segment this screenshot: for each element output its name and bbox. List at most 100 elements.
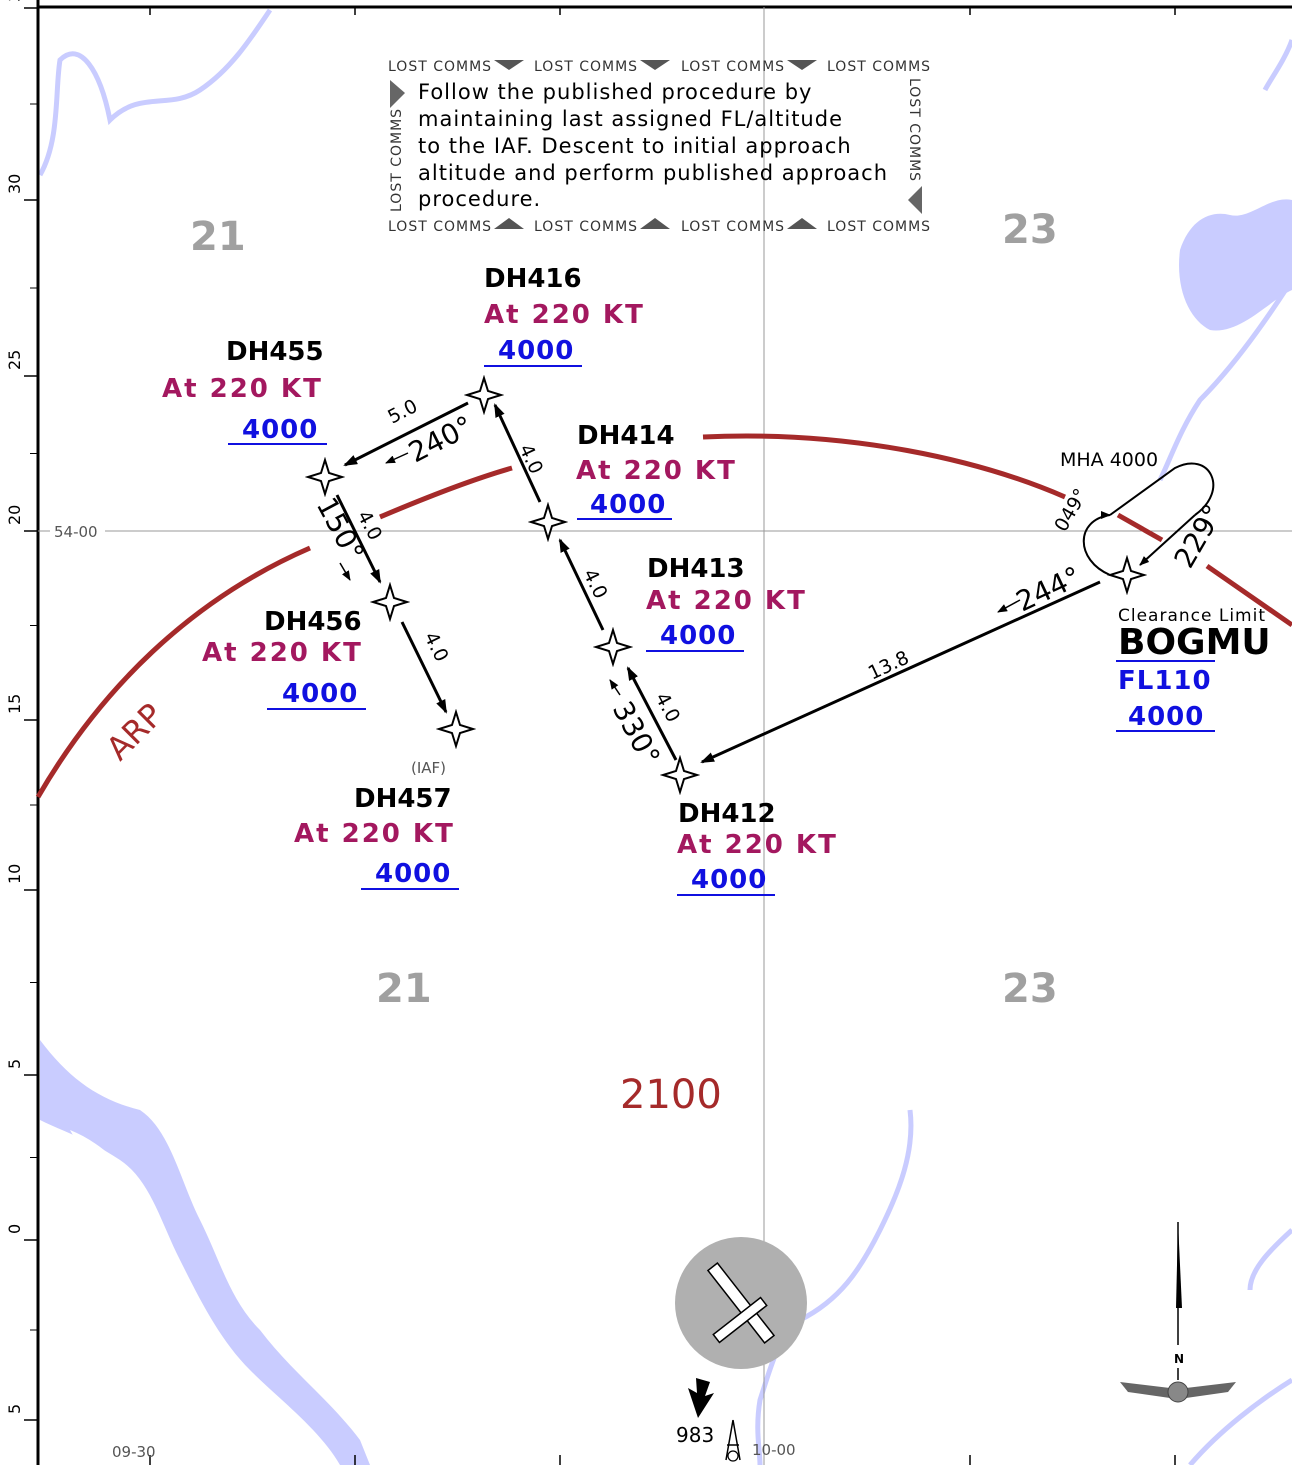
msa-label: 2100 (620, 1072, 722, 1118)
svg-text:4000: 4000 (242, 415, 318, 445)
scale-tick-label: 5 (5, 1059, 24, 1069)
waypoint-icon-dh455[interactable] (307, 459, 343, 495)
svg-text:983: 983 (676, 1423, 714, 1447)
arp-label: ARP (99, 696, 171, 768)
waypoint-icon-dh457[interactable] (438, 711, 474, 747)
svg-text:21: 21 (376, 966, 432, 1012)
lost-comms-label: LOST COMMS (681, 219, 785, 235)
svg-text:5.0: 5.0 (384, 395, 421, 428)
waypoint-label-dh457: (IAF) DH457 At 220 KT 4000 (294, 759, 459, 890)
waypoint-icon-dh413[interactable] (595, 629, 631, 665)
scale-tick-label: 35 (5, 0, 24, 2)
lost-comms-label: LOST COMMS (388, 59, 492, 75)
leg-dh455-dh456 (335, 494, 382, 584)
svg-text:4000: 4000 (375, 859, 451, 889)
lost-comms-line-3: to the IAF. Descent to initial approach (418, 134, 852, 158)
scale-tick-label: 10 (5, 864, 24, 884)
svg-text:21: 21 (190, 214, 246, 260)
svg-text:4000: 4000 (691, 865, 767, 895)
tower-icon (725, 1419, 741, 1461)
lost-comms-line-5: procedure. (418, 187, 541, 211)
triangle-down-icon (787, 60, 817, 70)
waypoint-icon-dh456[interactable] (372, 584, 408, 620)
river-right (1157, 39, 1292, 1465)
svg-text:At 220 KT: At 220 KT (484, 300, 645, 330)
lost-comms-label: LOST COMMS (534, 59, 638, 75)
svg-text:DH412: DH412 (678, 799, 776, 829)
svg-text:DH414: DH414 (577, 421, 675, 451)
lost-comms-line-4: altitude and perform published approach (418, 161, 888, 185)
lost-comms-line-2: maintaining last assigned FL/altitude (418, 107, 843, 131)
leg-dh414-dh416 (493, 403, 542, 503)
svg-text:Clearance Limit: Clearance Limit (1118, 606, 1266, 626)
triangle-down-icon (494, 60, 524, 70)
svg-text:244°: 244° (1011, 560, 1086, 618)
waypoint-label-dh412: DH412 At 220 KT 4000 (677, 799, 836, 896)
grid-mora-se: 23 (1002, 966, 1058, 1012)
scale-tick-label: 25 (5, 350, 24, 370)
triangle-down-icon (640, 60, 670, 70)
water-features (37, 8, 1292, 1465)
svg-text:BOGMU: BOGMU (1118, 622, 1271, 663)
triangle-up-icon (494, 218, 524, 229)
svg-text:23: 23 (1002, 207, 1058, 253)
holding-pattern (1082, 462, 1215, 576)
scale-tick-label: 30 (5, 174, 24, 194)
arrow-down-icon (688, 1378, 714, 1418)
arp-arc (35, 433, 1292, 799)
svg-text:4000: 4000 (1128, 702, 1204, 732)
longitude-label-east: 10-00 (752, 1441, 796, 1459)
lost-comms-label: LOST COMMS (827, 219, 931, 235)
svg-text:MHA 4000: MHA 4000 (1060, 449, 1158, 471)
river-island (70, 1130, 135, 1189)
waypoint-label-dh455: DH455 At 220 KT 4000 (162, 337, 327, 445)
river-bottom-left (40, 1040, 370, 1465)
svg-text:(IAF): (IAF) (411, 759, 446, 777)
svg-text:DH416: DH416 (484, 264, 582, 294)
waypoint-label-dh414: DH414 At 220 KT 4000 (576, 421, 737, 520)
route-legs (335, 401, 1101, 764)
publisher-logo-icon (1120, 1381, 1236, 1403)
svg-text:At 220 KT: At 220 KT (576, 456, 737, 486)
airport-icon (675, 1237, 807, 1369)
svg-text:4000: 4000 (590, 490, 666, 520)
svg-text:At 220 KT: At 220 KT (162, 374, 323, 404)
lost-comms-right-arrow (908, 186, 922, 214)
triangle-up-icon (787, 218, 817, 229)
svg-text:DH413: DH413 (647, 554, 745, 584)
lost-comms-left-arrow (390, 80, 405, 108)
svg-text:4.0: 4.0 (514, 441, 547, 478)
north-arrow: N (1174, 1222, 1184, 1380)
svg-text:N: N (1174, 1352, 1184, 1366)
waypoint-label-dh456: DH456 At 220 KT 4000 (202, 607, 366, 710)
lost-comms-label: LOST COMMS (827, 59, 931, 75)
leg-dh413-dh414 (558, 538, 605, 631)
lost-comms-line-1: Follow the published procedure by (418, 80, 812, 104)
svg-text:DH455: DH455 (226, 337, 324, 367)
distance-scale: 353025201510505 (5, 0, 38, 1421)
lost-comms-label: LOST COMMS (388, 219, 492, 235)
waypoint-label-dh416: DH416 At 220 KT 4000 (484, 264, 645, 367)
lost-comms-left: LOST COMMS (389, 108, 405, 212)
scale-tick-label: 0 (5, 1224, 24, 1234)
lost-comms-label: LOST COMMS (681, 59, 785, 75)
clearance-limit-label: Clearance Limit BOGMU FL110 4000 (1116, 606, 1271, 732)
svg-text:4.0: 4.0 (420, 629, 453, 666)
svg-text:4000: 4000 (282, 679, 358, 709)
svg-text:23: 23 (1002, 966, 1058, 1012)
longitude-label-west: 09-30 (112, 1443, 156, 1461)
waypoint-icon-bogmu[interactable] (1109, 557, 1145, 593)
grid-mora-sw: 21 (376, 966, 432, 1012)
svg-text:4.0: 4.0 (579, 566, 612, 603)
lost-comms-box: LOST COMMS LOST COMMS LOST COMMS LOST COMMS… (388, 59, 931, 235)
river-top-left (37, 8, 273, 177)
leg-labels: 13.8 244° 4.0 330° 4.0 4.0 5.0 240° 4.0 … (310, 395, 1230, 771)
leg-dh412-dh413 (626, 666, 678, 761)
svg-text:229°: 229° (1167, 499, 1229, 574)
svg-text:At 220 KT: At 220 KT (294, 819, 455, 849)
waypoint-icon-dh414[interactable] (530, 504, 566, 540)
obstacle-983: 983 (676, 1378, 741, 1462)
waypoint-icon-dh412[interactable] (662, 757, 698, 793)
